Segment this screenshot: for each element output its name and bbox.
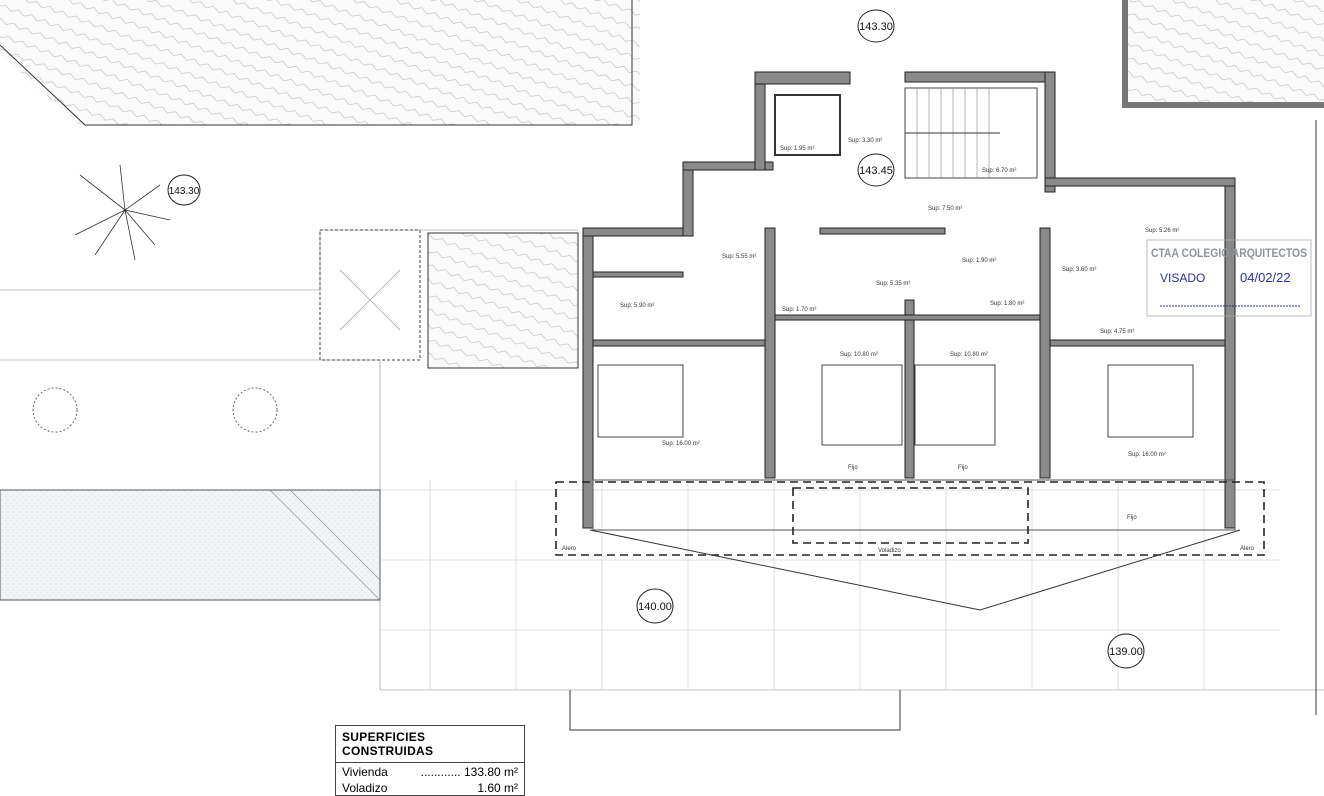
visado-date: 04/02/22 [1240,270,1291,285]
planter-middle [427,232,579,369]
surfaces-table: SUPERFICIES CONSTRUIDAS Vivienda .......… [335,725,525,796]
palm-plant-icon [74,164,171,261]
surface-label: Voladizo [342,781,388,795]
surfaces-table-title: SUPERFICIES CONSTRUIDAS [336,726,524,763]
level-marker-lower: 139.00 [1107,633,1145,669]
eaves-outline [555,481,1265,556]
bed-center-a [821,364,903,446]
room-label-wc: Sup: 1.90 m² [962,258,996,264]
staircase [904,87,1038,179]
shrub-icon [32,387,78,433]
bed-right [1107,364,1194,438]
bed-center-b [914,364,996,446]
planter-top-left [0,0,640,126]
room-label-stairs: Sup: 6.70 m² [982,168,1016,174]
surfaces-row: Vivienda ............ 133.80 m² [336,763,524,779]
surface-dots: ............ [420,765,461,779]
cantilever-outline [792,487,1029,544]
skylight [319,229,421,361]
balcony [592,479,1236,531]
svg-text:143.30: 143.30 [169,186,200,197]
shrub-icon [232,387,278,433]
visado-stamp: CTAA COLEGIO ARQUITECTOS VISADO 04/02/22 [1146,239,1312,317]
fixed-window-label: Fijo [1127,515,1137,521]
level-marker-terrace: 140.00 [636,588,674,624]
lift-shaft [774,94,841,156]
room-label-bed-left: Sup: 16.00 m² [662,441,700,447]
level-marker-left: 143.30 [167,174,201,206]
terrace-tiles [380,480,1280,690]
eave-label: Alero [1240,546,1255,552]
room-label-corridor-right: Sup: 3.60 m² [1062,267,1096,273]
room-label-bed-right: Sup: 16.00 m² [1128,452,1166,458]
planter-top-right [1122,0,1324,108]
level-marker-top: 143.30 [857,9,895,43]
fixed-window-label: Fijo [848,465,858,471]
level-marker-hall: 143.45 [857,153,895,187]
room-label-hall: Sup: 7.50 m² [928,206,962,212]
college-logo: CTAA COLEGIO ARQUITECTOS [1151,246,1307,260]
floor-plan: Sup: 1.95 m² Sup: 3.30 m² Sup: 6.70 m² S… [0,0,1324,731]
room-label-bed-center-b: Sup: 10.80 m² [950,352,988,358]
surfaces-row: Voladizo 1.60 m² [336,779,524,795]
pool [0,489,381,601]
room-label-landing: Sup: 3.30 m² [848,138,882,144]
svg-text:140.00: 140.00 [638,601,672,613]
room-label-corridor-left: Sup: 5.55 m² [722,254,756,260]
room-label-bath-right: Sup: 5.26 m² [1145,228,1179,234]
room-label-dress-left: Sup: 1.70 m² [782,307,816,313]
eave-label: Alero [562,546,577,552]
surface-label: Vivienda [342,765,388,779]
building-walls [582,71,1236,529]
svg-text:143.45: 143.45 [859,165,893,177]
room-label-bed-center-a: Sup: 10.80 m² [840,352,878,358]
bed-left [597,364,684,438]
room-label-dress-center: Sup: 1.80 m² [990,301,1024,307]
fixed-window-label: Fijo [958,465,968,471]
visado-label: VISADO [1160,271,1205,285]
room-label-dress-right: Sup: 4.75 m² [1100,329,1134,335]
cantilever-label: Voladizo [878,548,901,554]
svg-text:143.30: 143.30 [859,21,893,33]
svg-text:139.00: 139.00 [1109,646,1143,658]
room-label-bath-left: Sup: 5.90 m² [620,303,654,309]
room-label-lift: Sup: 1.95 m² [780,146,814,152]
room-label-bath-center: Sup: 5.35 m² [876,281,910,287]
surface-value: 133.80 m² [463,765,518,779]
surface-value: 1.60 m² [477,781,518,795]
